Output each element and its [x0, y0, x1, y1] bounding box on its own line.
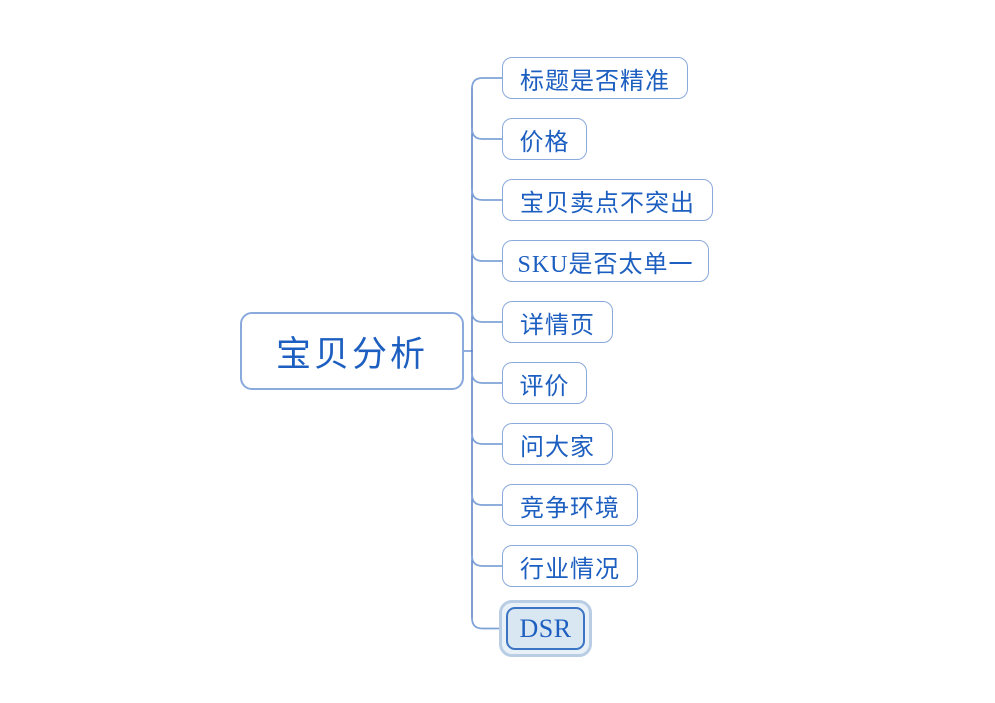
topic-node-price[interactable]: 价格: [502, 118, 587, 160]
branch-line: [471, 372, 502, 384]
topic-label: 价格: [519, 129, 570, 156]
topic-node-dsr-selected[interactable]: DSR: [506, 607, 585, 650]
topic-node-selling-points[interactable]: 宝贝卖点不突出: [502, 179, 713, 221]
topic-label: 行业情况: [520, 556, 620, 583]
topic-node-reviews[interactable]: 评价: [502, 362, 587, 404]
topic-label: SKU是否太单一: [517, 251, 694, 278]
topic-node-industry[interactable]: 行业情况: [502, 545, 638, 587]
root-topic-label: 宝贝分析: [275, 334, 428, 374]
branch-line: [471, 555, 502, 567]
branch-line: [471, 494, 502, 506]
topic-node-sku[interactable]: SKU是否太单一: [502, 240, 709, 282]
branch-line: [471, 189, 502, 201]
topic-label: 评价: [519, 373, 570, 400]
topic-node-ask-everyone[interactable]: 问大家: [502, 423, 613, 465]
branch-line: [471, 77, 502, 89]
topic-label: 问大家: [520, 434, 595, 461]
branch-line: [471, 128, 502, 140]
branch-line: [471, 311, 502, 323]
topic-label: 详情页: [520, 312, 595, 339]
topic-node-detail-page[interactable]: 详情页: [502, 301, 613, 343]
root-topic-node[interactable]: 宝贝分析: [240, 312, 464, 390]
topic-label: DSR: [519, 613, 572, 643]
topic-label: 竞争环境: [520, 495, 620, 522]
topic-label: 宝贝卖点不突出: [520, 190, 695, 217]
selection-ring: DSR: [499, 600, 592, 657]
branch-line: [471, 617, 500, 630]
topic-label: 标题是否精准: [520, 68, 670, 95]
topic-node-title-accuracy[interactable]: 标题是否精准: [502, 57, 688, 99]
topic-node-competition[interactable]: 竞争环境: [502, 484, 638, 526]
branch-line: [471, 250, 502, 262]
branch-line: [471, 433, 502, 445]
